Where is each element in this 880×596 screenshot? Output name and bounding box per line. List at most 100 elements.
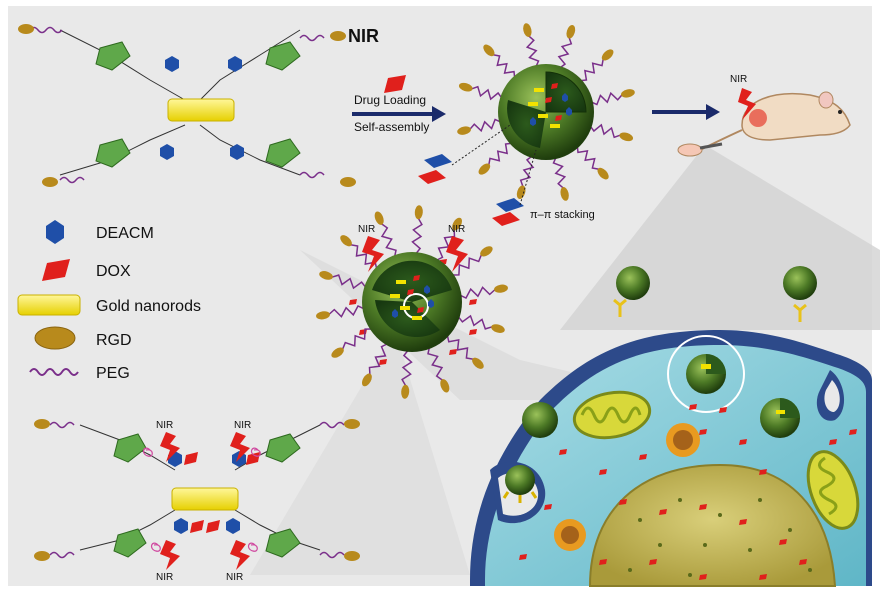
np-mid-rgd	[494, 284, 508, 293]
coumarin-ring-bl	[95, 138, 131, 168]
nucleus-dots	[628, 498, 812, 577]
cell	[349, 254, 872, 587]
np-mid-cargo-rod	[390, 294, 400, 298]
np-mid-rgd	[414, 205, 423, 220]
np-top-cargo-deacm	[562, 93, 568, 102]
legend-item-rgd: RGD	[34, 326, 132, 350]
legend-label-deacm: DEACM	[96, 225, 154, 242]
nucleus-dot	[628, 568, 632, 572]
cell-fold-inner	[824, 380, 840, 412]
dox-particle	[719, 407, 727, 413]
np-top-rgd	[457, 126, 471, 135]
np-mid-peg	[380, 223, 397, 258]
legend-item-peg: PEG	[29, 365, 130, 382]
deacm-tl	[165, 56, 179, 72]
np-top-peg	[589, 123, 621, 139]
legend-label-gold: Gold nanorods	[96, 298, 201, 315]
np-top-rgd	[566, 24, 576, 39]
coumarin-ring-tr	[265, 41, 301, 71]
pi-stack-left	[418, 154, 452, 184]
np-mid-rgd	[340, 235, 352, 247]
pointer-line-2	[519, 149, 537, 206]
dox-particle	[659, 509, 667, 515]
np-mid-peg	[401, 349, 413, 387]
gold-nanorod-bottom	[171, 487, 239, 511]
np-top-cargo-dox	[555, 115, 562, 121]
pi-stack-bottom	[492, 198, 524, 226]
dox-particle	[759, 469, 767, 475]
nucleus	[588, 463, 837, 587]
dox-particle	[739, 519, 747, 525]
legend-item-gold: Gold nanorods	[17, 294, 201, 316]
dox-particle	[759, 574, 767, 580]
np-top-rgd	[560, 187, 569, 201]
receptors	[613, 298, 807, 322]
np-top-rgd	[478, 163, 491, 175]
np-mid-rgd	[472, 357, 484, 369]
dox-icon	[42, 259, 70, 281]
nanoparticle-middle	[316, 205, 508, 399]
nir-bolt-mouse	[738, 88, 756, 120]
legend-item-deacm: DEACM	[46, 220, 154, 244]
tumor-site	[749, 109, 767, 127]
np-top-peg	[557, 37, 573, 69]
np-mid-rgd	[374, 211, 384, 225]
np-top-peg	[552, 156, 567, 189]
dox-particle	[544, 504, 552, 510]
deacm-bl	[160, 144, 174, 160]
np-top-rgd	[619, 132, 634, 142]
molecule-bottom	[34, 419, 360, 570]
np-top-peg	[519, 155, 535, 187]
nir-bottom-3: NIR	[156, 572, 173, 583]
np-releasing	[760, 398, 800, 438]
np-mid-cargo-deacm	[424, 285, 430, 294]
np-top-peg	[492, 54, 516, 79]
np-top-cargo-rod	[534, 88, 544, 92]
nucleus-dot	[758, 498, 762, 502]
laser-hand	[677, 142, 723, 157]
dox-particle	[599, 559, 607, 565]
dox-particle	[799, 559, 807, 565]
np-mid-peg	[451, 254, 483, 276]
rgd-icon	[34, 326, 76, 350]
np-mid-peg	[368, 342, 389, 375]
np-mid-peg	[328, 305, 365, 318]
drug-loading-label: Drug Loading	[354, 93, 426, 107]
deacm-icon	[46, 220, 64, 244]
np-top-rgd	[621, 89, 635, 98]
nucleus-dot	[703, 543, 707, 547]
pi-stacking-label: π–π stacking	[530, 209, 595, 221]
dox-scatter	[349, 254, 857, 580]
np-top-rgd	[597, 167, 609, 180]
np-top-cargo-deacm	[566, 107, 572, 116]
molecule-top	[18, 24, 356, 187]
coumarin-ring-br	[265, 138, 301, 168]
nucleus-dot	[808, 568, 812, 572]
np-top-rgd	[516, 185, 526, 200]
dox-particle	[639, 454, 647, 460]
rgd-br	[340, 177, 356, 187]
nir-np-right-label: NIR	[448, 224, 465, 235]
rgd-tl	[18, 24, 34, 34]
dox-particle	[469, 329, 477, 335]
np-mid-cargo-rod	[412, 316, 422, 320]
nucleus-dot	[748, 548, 752, 552]
legend-item-dox: DOX	[42, 259, 131, 281]
nir-bottom-4: NIR	[226, 572, 243, 583]
legend: DEACM DOX Gold nanorods RGD PEG	[17, 220, 201, 382]
self-assembly-label: Self-assembly	[354, 120, 429, 134]
np-top-cargo-dox	[551, 83, 558, 89]
np-magnified-circle	[667, 335, 745, 413]
np-mid-cargo-deacm	[428, 299, 434, 308]
nir-bolts-middle	[362, 236, 468, 272]
np-mid-rgd	[452, 217, 462, 231]
np-top-peg	[525, 35, 540, 68]
nir-np-left-label: NIR	[358, 224, 375, 235]
dox-particle	[599, 469, 607, 475]
np-top-rgd	[601, 49, 614, 61]
np-endocytosis	[502, 465, 538, 503]
dox-particle	[699, 429, 707, 435]
np-top-peg	[579, 58, 604, 82]
nucleus-dot	[688, 573, 692, 577]
drug-loading-arrow	[352, 75, 446, 122]
